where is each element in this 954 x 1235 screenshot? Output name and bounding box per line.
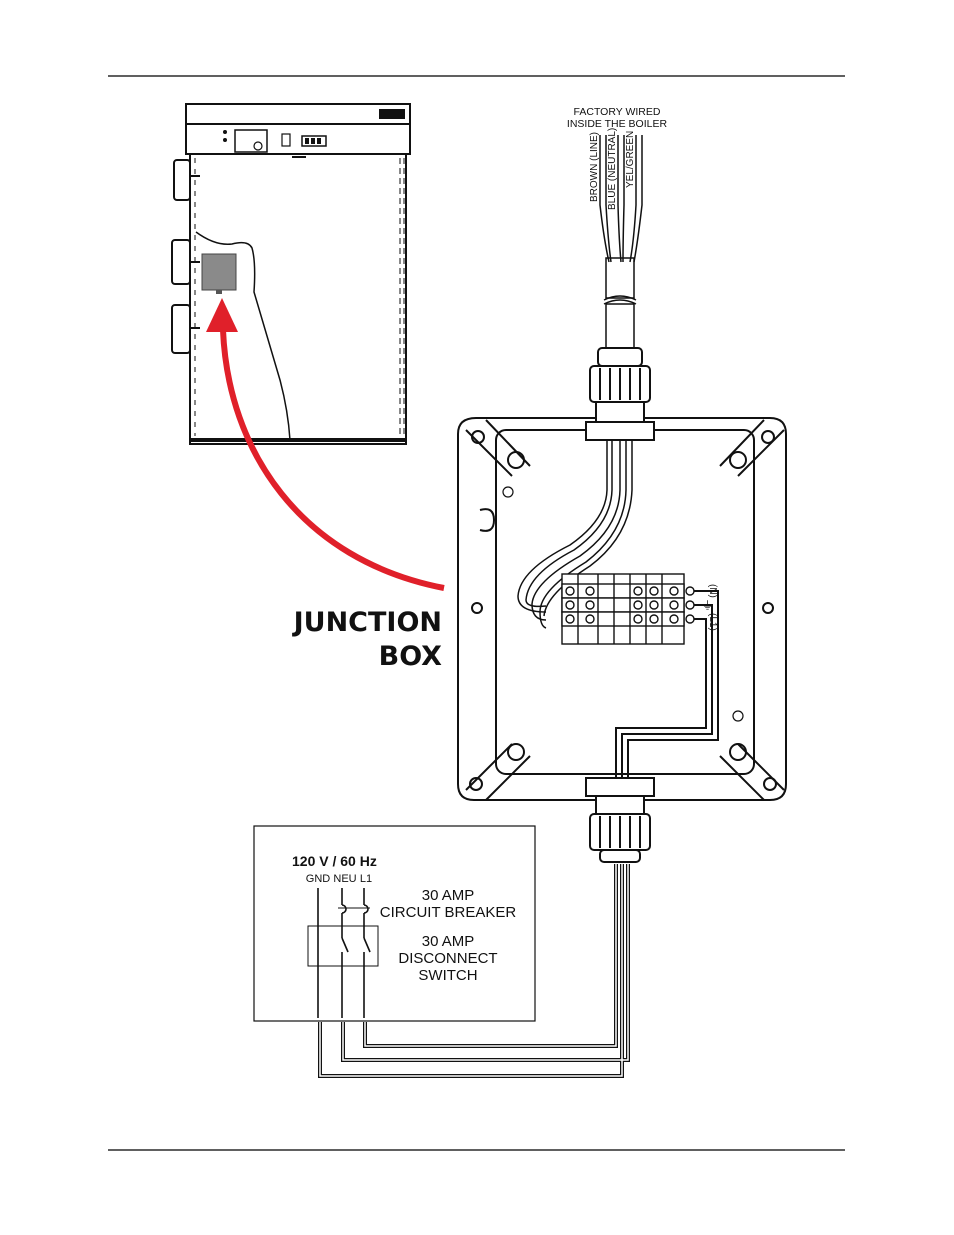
terminal-block (562, 574, 694, 644)
wire-label-brown: BROWN (LINE) (589, 132, 600, 202)
label-gnd: GND (306, 873, 331, 885)
label-neu: NEU (333, 873, 356, 885)
switch-label-1: 30 AMP (422, 933, 475, 950)
supply-voltage: 120 V / 60 Hz (292, 853, 377, 869)
wire-label-blue: BLUE (NEUTRAL) (607, 128, 618, 210)
switch-label-2: DISCONNECT (398, 950, 497, 967)
breaker-label-1: 30 AMP (422, 887, 475, 904)
top-cable-gland (586, 348, 654, 440)
switch-label-3: SWITCH (418, 967, 477, 984)
junction-box-location (202, 254, 236, 290)
location-arrow (223, 330, 444, 588)
supply-schematic (308, 888, 378, 1018)
junction-label-2: BOX (379, 641, 443, 672)
junction-box-location-tab (216, 290, 222, 294)
wire-label-yel: YEL/GREEN (625, 131, 636, 188)
factory-label-1: FACTORY WIRED (574, 106, 661, 118)
breaker-label-2: CIRCUIT BREAKER (380, 904, 517, 921)
bottom-cable-gland (586, 778, 654, 862)
label-l1: L1 (360, 873, 372, 885)
location-arrow-head (206, 298, 238, 332)
junction-label-1: JUNCTION (292, 607, 442, 638)
